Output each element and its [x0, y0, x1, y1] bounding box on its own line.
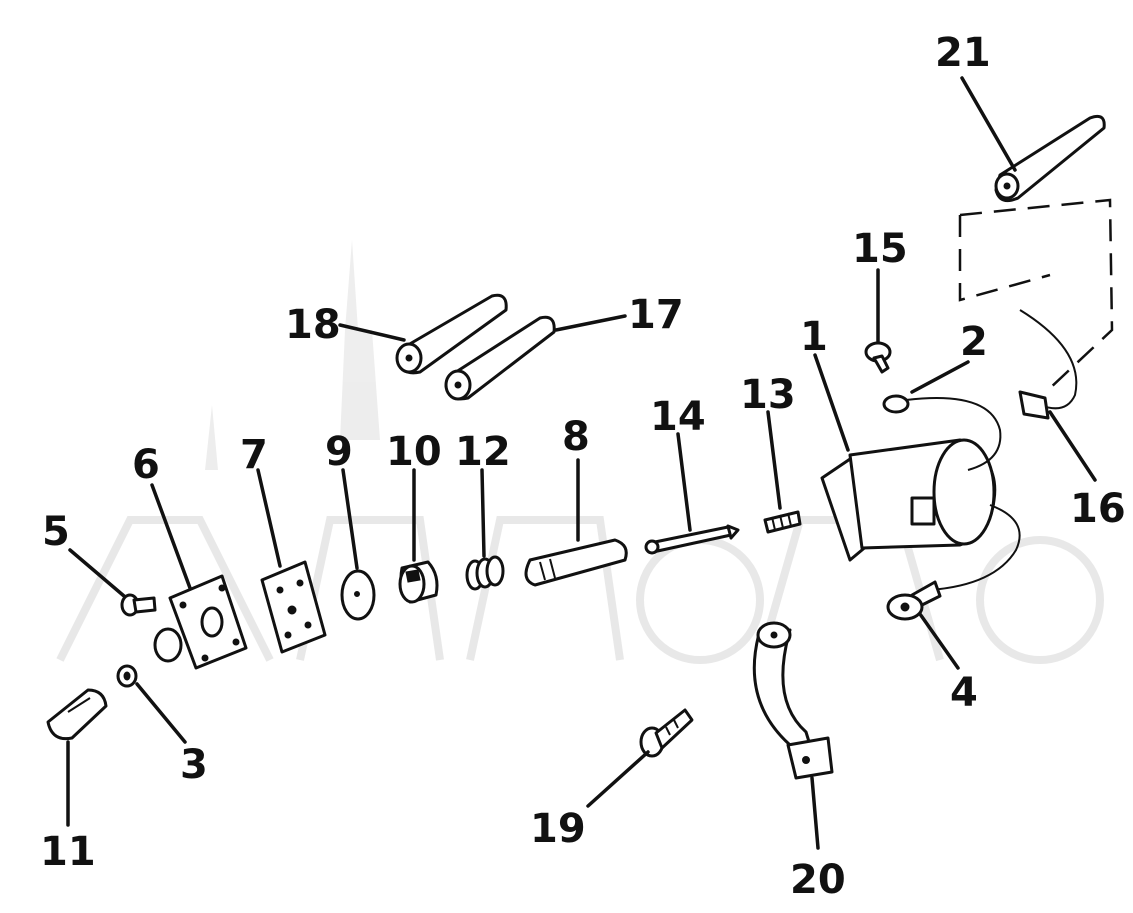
- callout-15: 15: [852, 226, 908, 272]
- callout-14: 14: [650, 394, 706, 440]
- part-20-clamp: [752, 621, 834, 780]
- part-14-pin: [644, 524, 740, 555]
- leader-6: [150, 483, 192, 590]
- leader-12: [480, 468, 486, 558]
- part-10-sleeve: [398, 560, 439, 604]
- callout-1: 1: [800, 314, 828, 360]
- part-12-spring: [465, 555, 505, 591]
- leader-5: [68, 548, 126, 598]
- leader-20: [810, 776, 820, 850]
- part-16-wire-clip: [1018, 309, 1078, 420]
- part-7-gasket: [260, 560, 327, 654]
- leader-7: [256, 468, 282, 568]
- part-11-cap: [46, 688, 108, 741]
- callout-20: 20: [790, 857, 846, 903]
- callout-labels: 1 2 3 4 5 6 7 8 9 10 11 12 13 14 15 16 1…: [40, 30, 1126, 903]
- part-15-screw: [864, 341, 892, 374]
- callout-11: 11: [40, 829, 96, 875]
- reference-dashed-box: [958, 198, 1114, 391]
- leader-17: [554, 314, 627, 332]
- leader-14: [676, 432, 692, 532]
- callout-18: 18: [285, 302, 341, 348]
- part-1-solenoid: [820, 438, 997, 562]
- part-4-ground-wire: [886, 504, 1021, 621]
- part-13-spring: [763, 510, 802, 534]
- leader-4: [918, 612, 960, 670]
- callout-16: 16: [1070, 486, 1126, 532]
- leader-lines: [66, 76, 1097, 850]
- part-5-screw: [120, 593, 157, 617]
- callout-9: 9: [325, 429, 353, 475]
- callout-21: 21: [935, 30, 991, 76]
- part-17-tube: [444, 315, 556, 401]
- leader-18: [338, 323, 406, 342]
- part-8-plunger: [524, 538, 628, 587]
- callout-3: 3: [180, 742, 208, 788]
- leader-9: [341, 468, 359, 570]
- leader-13: [766, 410, 782, 510]
- leader-19: [586, 750, 650, 808]
- leader-21: [960, 76, 1017, 172]
- callout-8: 8: [562, 414, 590, 460]
- callout-12: 12: [455, 429, 511, 475]
- callout-10: 10: [386, 429, 442, 475]
- leader-1: [813, 353, 850, 452]
- leader-16: [1048, 410, 1097, 482]
- part-9-disc: [340, 569, 376, 621]
- callout-4: 4: [950, 670, 978, 716]
- leader-2: [910, 360, 970, 394]
- callout-6: 6: [132, 442, 160, 488]
- part-2-wire-terminal: [882, 394, 1002, 471]
- callout-19: 19: [530, 806, 586, 852]
- part-18-tube: [395, 293, 508, 375]
- callout-2: 2: [960, 319, 988, 365]
- part-21-tube: [994, 114, 1106, 203]
- part-6-cover-plate: [153, 574, 248, 670]
- part-3-washer: [116, 664, 138, 688]
- part-19-bolt: [639, 708, 694, 758]
- leader-3: [135, 682, 187, 744]
- callout-7: 7: [240, 432, 268, 478]
- callout-13: 13: [740, 372, 796, 418]
- callout-17: 17: [628, 292, 684, 338]
- callout-5: 5: [42, 509, 70, 555]
